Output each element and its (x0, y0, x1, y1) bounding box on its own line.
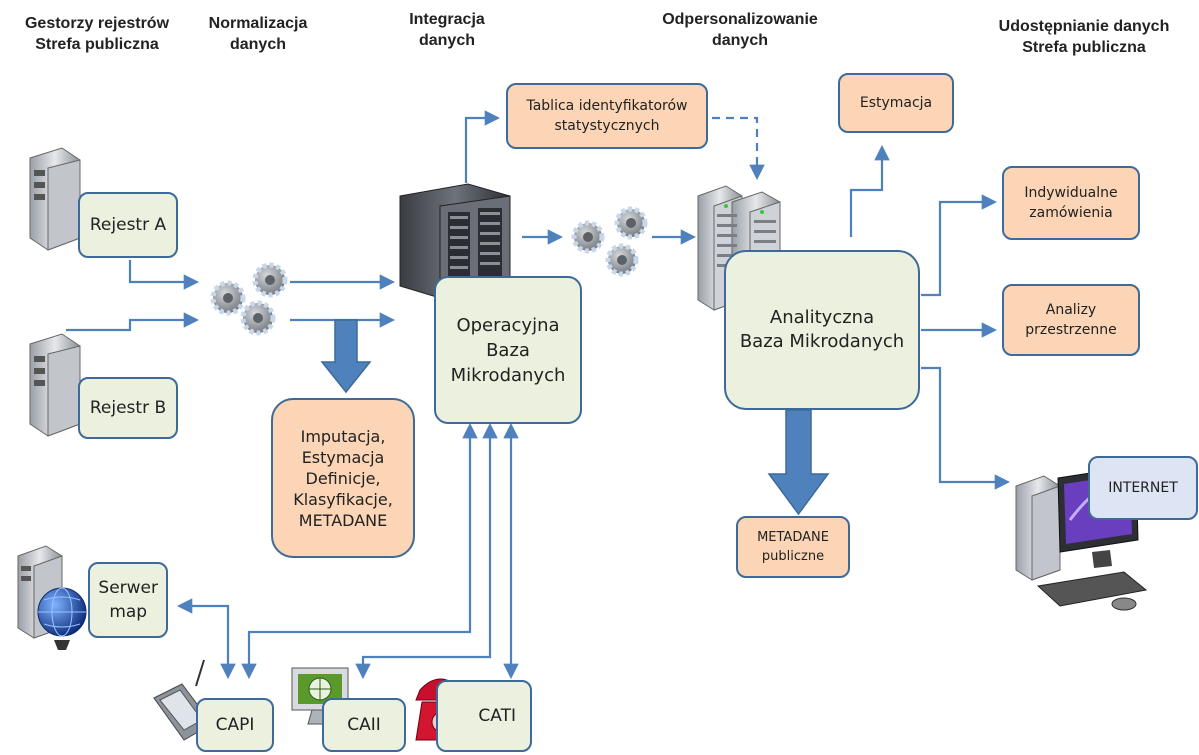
node-rejestr-a: Rejestr A (78, 192, 178, 258)
arrow-analytic-internet (921, 366, 1011, 490)
gears-icon-odpersonalizowanie (571, 206, 648, 277)
header-normalizacja-line2: danych (229, 36, 286, 53)
node-imputacja-line2: Estymacja (301, 447, 385, 467)
server-icon-rejestr-a (29, 147, 81, 251)
node-imputacja: Imputacja, Estymacja Definicje, Klasyfik… (271, 398, 415, 558)
header-odpersonalizowanie-line1: Odpersonalizowanie (662, 11, 818, 28)
node-rejestr-a-label: Rejestr A (89, 215, 167, 235)
header-integracja-line1: Integracja (409, 11, 485, 28)
rack-server-icon-operacyjna (399, 183, 511, 299)
node-serwer-map-line2: map (109, 602, 148, 622)
node-rejestr-b-label: Rejestr B (89, 398, 167, 418)
node-capi: CAPI (196, 698, 274, 752)
header-normalizacja-line1: Normalizacja (208, 15, 308, 32)
node-tablica-line1: Tablica identyfikatorów (526, 98, 688, 114)
node-tablica-identyfikatorow: Tablica identyfikatorów statystycznych (506, 83, 708, 149)
node-analizy-line2: przestrzenne (1025, 322, 1117, 338)
node-analityczna-baza: Analityczna Baza Mikrodanych (724, 250, 920, 410)
header-normalizacja: Normalizacja danych (196, 13, 320, 55)
arrow-serwer-capi (176, 598, 236, 680)
node-indywidualne-zamowienia: Indywidualne zamówienia (1002, 166, 1140, 240)
node-capi-label: CAPI (215, 715, 255, 735)
arrow-tablica-analytic-dashed (712, 116, 765, 181)
node-metadane-publiczne-line1: METADANE (757, 530, 829, 545)
arrow-server-tablica (464, 110, 501, 183)
header-gestorzy-line1: Gestorzy rejestrów (24, 15, 170, 32)
node-operacyjna-baza: Operacyjna Baza Mikrodanych (434, 276, 582, 424)
header-odpersonalizowanie: Odpersonalizowanie danych (628, 9, 852, 51)
server-icon-rejestr-b (29, 333, 81, 437)
header-integracja: Integracja danych (392, 9, 502, 51)
thick-arrow-down-metadane (767, 409, 830, 516)
node-imputacja-line5: METADANE (298, 510, 388, 530)
node-estymacja: Estymacja (838, 73, 954, 133)
node-caii: CAII (322, 698, 406, 752)
node-tablica-line2: statystycznych (554, 118, 660, 134)
thick-arrow-down-imputacja (320, 319, 372, 394)
map-server-icon (17, 545, 87, 650)
node-operacyjna-line1: Operacyjna (456, 314, 560, 336)
node-metadane-publiczne-line2: publiczne (761, 549, 825, 564)
gears-icon-normalizacja (210, 262, 288, 336)
node-indywidualne-line2: zamówienia (1029, 205, 1113, 221)
node-imputacja-line1: Imputacja, (300, 426, 386, 446)
header-gestorzy: Gestorzy rejestrów Strefa publiczna (2, 13, 192, 55)
node-imputacja-line4: Klasyfikacje, (293, 489, 393, 509)
node-analizy-przestrzenne: Analizy przestrzenne (1002, 284, 1140, 356)
arrow-rejestr-b-gears (66, 312, 200, 332)
node-analizy-line1: Analizy (1045, 302, 1097, 318)
arrow-analytic-indywidualne (921, 194, 998, 297)
arrow-operacyjna-caii (355, 422, 498, 680)
node-serwer-map: Serwer map (88, 562, 168, 638)
node-internet-label: INTERNET (1108, 480, 1178, 496)
node-analityczna-line1: Analityczna (769, 307, 875, 328)
arrow-rejestr-a-gears (128, 260, 200, 290)
node-caii-label: CAII (347, 715, 381, 735)
node-cati-label: CATI (478, 706, 516, 726)
node-analityczna-line2: Baza Mikrodanych (739, 331, 905, 352)
node-cati: CATI (436, 680, 532, 752)
node-operacyjna-line2: Baza (486, 339, 530, 361)
header-udostepnianie-line1: Udostępnianie danych (998, 18, 1170, 35)
node-imputacja-line3: Definicje, (305, 468, 381, 488)
node-internet: INTERNET (1088, 456, 1198, 520)
node-indywidualne-line1: Indywidualne (1024, 185, 1118, 201)
node-operacyjna-line3: Mikrodanych (450, 364, 566, 386)
monitor-icon (291, 667, 349, 725)
header-integracja-line2: danych (418, 32, 475, 49)
header-odpersonalizowanie-line2: danych (711, 32, 768, 49)
header-udostepnianie-line2: Strefa publiczna (1022, 39, 1146, 56)
header-udostepnianie: Udostępnianie danych Strefa publiczna (976, 16, 1192, 58)
header-gestorzy-line2: Strefa publiczna (35, 36, 159, 53)
node-metadane-publiczne: METADANE publiczne (736, 516, 850, 578)
connector-arrows (66, 110, 1011, 680)
node-rejestr-b: Rejestr B (78, 377, 178, 439)
node-serwer-map-line1: Serwer (98, 578, 158, 598)
node-estymacja-label: Estymacja (859, 95, 933, 111)
arrow-analytic-estymacja (849, 144, 890, 237)
